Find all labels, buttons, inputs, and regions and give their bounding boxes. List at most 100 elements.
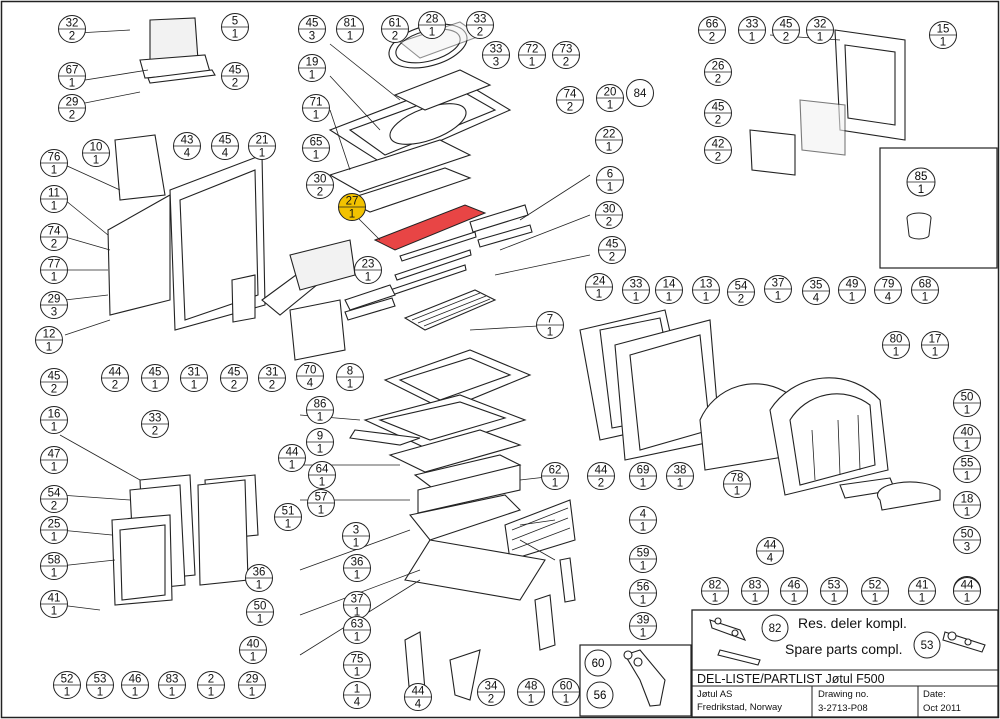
callout-66-qty-2: 662 bbox=[698, 16, 726, 44]
callout-part-number: 33 bbox=[746, 19, 759, 31]
callout-part-number: 50 bbox=[961, 392, 974, 404]
callout-63-qty-1: 631 bbox=[343, 616, 371, 644]
callout-quantity: 2 bbox=[51, 384, 57, 396]
callout-quantity: 1 bbox=[51, 462, 57, 474]
callout-part-number: 64 bbox=[316, 464, 329, 476]
callout-44-qty-1: 441 bbox=[278, 444, 306, 472]
callout-quantity: 2 bbox=[715, 115, 721, 127]
callout-quantity: 4 bbox=[415, 699, 422, 711]
callout-quantity: 2 bbox=[152, 426, 158, 438]
callout-quantity: 1 bbox=[640, 478, 646, 490]
highlighted-part-27 bbox=[373, 204, 487, 251]
callout-79-qty-4: 794 bbox=[874, 276, 902, 304]
callout-72-qty-1: 721 bbox=[518, 41, 546, 69]
callout-quantity: 1 bbox=[232, 29, 238, 41]
callout-36-qty-1: 361 bbox=[245, 564, 273, 592]
callout-part-number: 44 bbox=[595, 465, 608, 477]
callout-part-number: 47 bbox=[48, 449, 61, 461]
callout-41-qty-1: 411 bbox=[40, 590, 68, 618]
legend-res-callout: 82 bbox=[769, 623, 782, 635]
callout-part-number: 12 bbox=[43, 329, 56, 341]
callout-84: 84 bbox=[626, 79, 654, 107]
callout-16-qty-1: 161 bbox=[40, 406, 68, 434]
callout-quantity: 1 bbox=[257, 614, 263, 626]
callout-part-number: 44 bbox=[286, 447, 299, 459]
callout-part-number: 27 bbox=[346, 196, 359, 208]
callout-50-qty-1: 501 bbox=[953, 389, 981, 417]
callout-part-number: 84 bbox=[634, 88, 647, 100]
callout-45-qty-2: 452 bbox=[220, 364, 248, 392]
callout-quantity: 1 bbox=[317, 444, 323, 456]
callout-62-qty-1: 621 bbox=[541, 462, 569, 490]
callout-part-number: 80 bbox=[890, 334, 903, 346]
callout-19-qty-1: 191 bbox=[298, 54, 326, 82]
callout-44-qty-4: 444 bbox=[756, 537, 784, 565]
callout-part-number: 16 bbox=[48, 409, 61, 421]
callout-part-number: 20 bbox=[604, 87, 617, 99]
callout-part-number: 36 bbox=[351, 557, 364, 569]
callout-quantity: 4 bbox=[354, 697, 361, 709]
callout-36-qty-1: 361 bbox=[343, 554, 371, 582]
callout-part-number: 74 bbox=[564, 89, 577, 101]
callout-quantity: 1 bbox=[734, 486, 740, 498]
callout-56-qty-1: 561 bbox=[629, 579, 657, 607]
callout-quantity: 1 bbox=[752, 593, 758, 605]
callout-part-number: 78 bbox=[731, 473, 744, 485]
callout-quantity: 1 bbox=[69, 78, 75, 90]
callout-quantity: 1 bbox=[666, 292, 672, 304]
callout-30-qty-2: 302 bbox=[595, 201, 623, 229]
legend-spare-callout: 53 bbox=[921, 640, 934, 652]
callout-13-qty-1: 131 bbox=[692, 276, 720, 304]
callout-26-qty-2: 262 bbox=[704, 58, 732, 86]
callout-part-number: 30 bbox=[603, 204, 616, 216]
callout-33-qty-3: 333 bbox=[482, 41, 510, 69]
callout-quantity: 1 bbox=[152, 380, 158, 392]
callout-quantity: 1 bbox=[259, 148, 265, 160]
callout-46-qty-1: 461 bbox=[780, 577, 808, 605]
callout-part-number: 21 bbox=[256, 135, 269, 147]
callout-quantity: 1 bbox=[849, 292, 855, 304]
callout-quantity: 2 bbox=[488, 694, 494, 706]
callout-58-qty-1: 581 bbox=[40, 552, 68, 580]
callout-part-number: 46 bbox=[129, 674, 142, 686]
callout-22-qty-1: 221 bbox=[595, 126, 623, 154]
callout-part-number: 37 bbox=[351, 594, 364, 606]
callout-quantity: 1 bbox=[353, 538, 359, 550]
callout-quantity: 1 bbox=[132, 687, 138, 699]
callout-18-qty-1: 181 bbox=[953, 491, 981, 519]
callout-quantity: 2 bbox=[783, 32, 789, 44]
callout-37-qty-1: 371 bbox=[343, 591, 371, 619]
callout-quantity: 1 bbox=[64, 687, 70, 699]
callout-59-qty-1: 591 bbox=[629, 545, 657, 573]
callout-part-number: 56 bbox=[637, 582, 650, 594]
callout-part-number: 2 bbox=[208, 674, 214, 686]
legend-spare-label: Spare parts compl. bbox=[785, 641, 903, 657]
callout-quantity: 2 bbox=[269, 380, 275, 392]
callout-quantity: 4 bbox=[767, 553, 774, 565]
callout-33-qty-1: 331 bbox=[738, 16, 766, 44]
title-block-drawing-no: 3-2713-P08 bbox=[818, 703, 868, 714]
callout-quantity: 1 bbox=[354, 667, 360, 679]
callout-37-qty-1: 371 bbox=[764, 275, 792, 303]
callout-bubbles: 3225167145229245381161228133219133372173… bbox=[35, 11, 981, 711]
callout-part-number: 63 bbox=[351, 619, 364, 631]
callout-15-qty-1: 151 bbox=[929, 21, 957, 49]
callout-31-qty-2: 312 bbox=[258, 364, 286, 392]
callout-quantity: 2 bbox=[69, 110, 75, 122]
callout-52-qty-1: 521 bbox=[53, 671, 81, 699]
callout-4-qty-1: 41 bbox=[629, 506, 657, 534]
callout-quantity: 1 bbox=[964, 593, 970, 605]
callout-part-number: 33 bbox=[149, 413, 162, 425]
callout-part-number: 79 bbox=[882, 279, 895, 291]
callout-part-number: 44 bbox=[961, 580, 974, 592]
callout-part-number: 32 bbox=[814, 19, 827, 31]
callout-part-number: 82 bbox=[709, 580, 722, 592]
callout-41-qty-1: 411 bbox=[908, 577, 936, 605]
callout-53-qty-1: 531 bbox=[820, 577, 848, 605]
callout-quantity: 1 bbox=[169, 687, 175, 699]
callout-quantity: 1 bbox=[606, 142, 612, 154]
callout-25-qty-1: 251 bbox=[40, 516, 68, 544]
callout-quantity: 1 bbox=[365, 272, 371, 284]
callout-part-number: 53 bbox=[828, 580, 841, 592]
